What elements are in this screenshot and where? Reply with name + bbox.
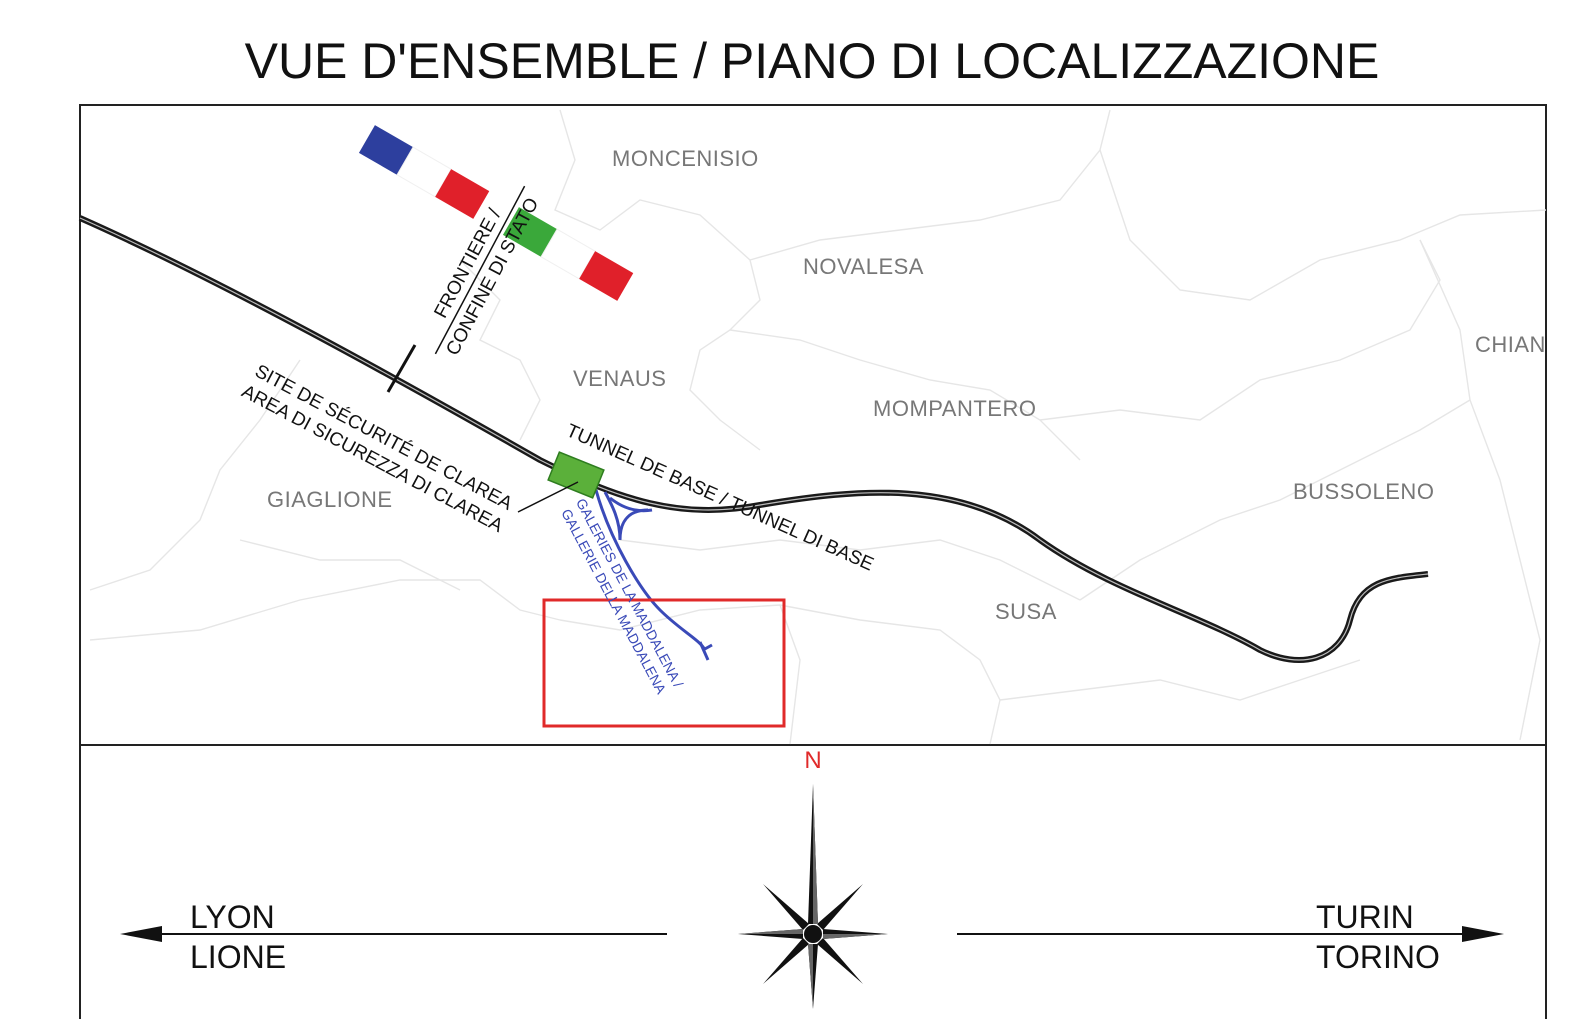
map-frame <box>79 104 1547 746</box>
town-venaus: VENAUS <box>573 366 666 391</box>
town-susa: SUSA <box>995 599 1057 624</box>
town-novalesa: NOVALESA <box>803 254 924 279</box>
town-chiano: CHIAN <box>1475 332 1546 357</box>
east-direction-arrow-icon <box>957 926 1504 942</box>
site-leader-line <box>517 481 579 513</box>
frontier-marker <box>386 344 417 393</box>
clarea-safety-site <box>547 451 605 499</box>
west-label-fr: LYON <box>190 899 275 935</box>
town-moncenisio: MONCENISIO <box>612 146 759 171</box>
compass-rose-icon <box>738 784 888 1009</box>
town-giaglione: GIAGLIONE <box>267 487 393 512</box>
page-title: VUE D'ENSEMBLE / PIANO DI LOCALIZZAZIONE <box>245 33 1380 89</box>
east-label-it: TORINO <box>1316 939 1440 975</box>
france-flag-icon <box>358 125 490 219</box>
municipal-boundaries <box>89 109 1547 745</box>
west-label-it: LIONE <box>190 939 286 975</box>
maddalena-galleries-line <box>594 489 713 661</box>
north-label: N <box>804 747 821 774</box>
west-direction-arrow-icon <box>120 926 667 942</box>
east-label-fr: TURIN <box>1316 899 1414 935</box>
base-tunnel-line <box>78 215 1429 663</box>
area-highlight-box <box>542 598 786 728</box>
italy-flag-icon <box>502 207 634 301</box>
town-bussoleno: BUSSOLENO <box>1293 479 1434 504</box>
town-mompantero: MOMPANTERO <box>873 396 1036 421</box>
